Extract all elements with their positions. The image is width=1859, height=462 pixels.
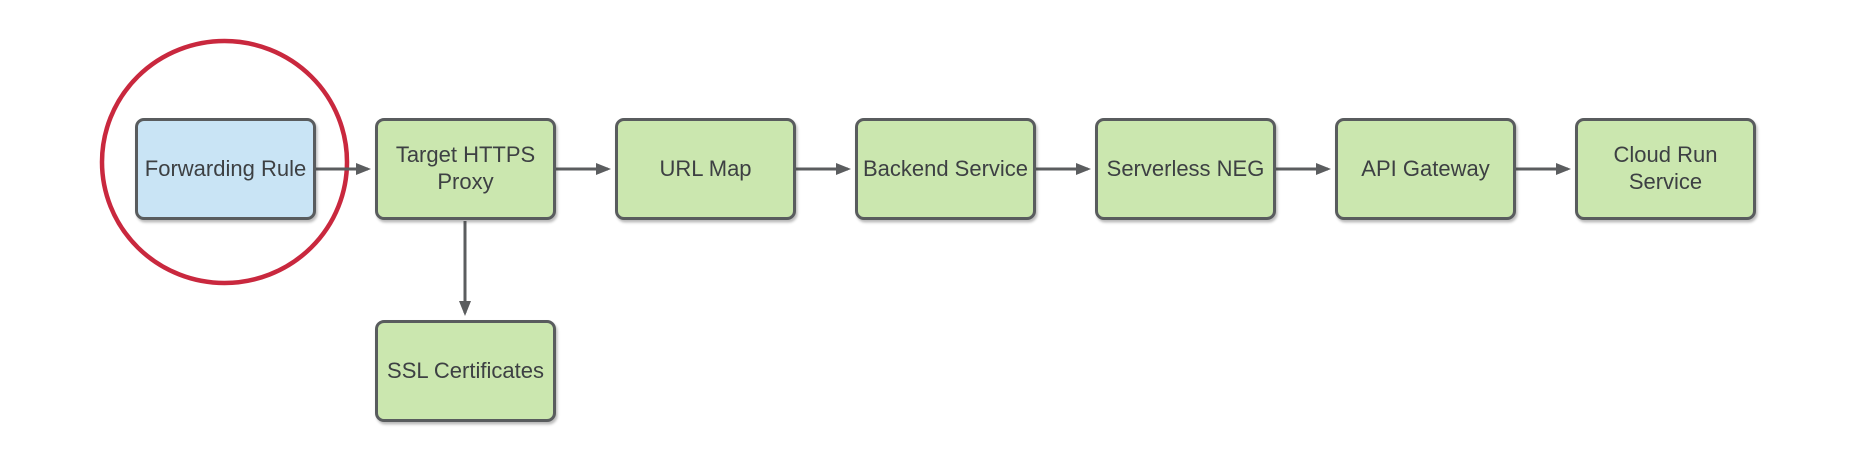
node-cloud-run-service: Cloud Run Service — [1575, 118, 1756, 220]
node-cloud-run-service-label: Cloud Run Service — [1613, 142, 1718, 194]
node-target-https-proxy-label: Target HTTPS Proxy — [395, 142, 536, 194]
node-target-https-proxy: Target HTTPS Proxy — [375, 118, 556, 220]
node-backend-service: Backend Service — [855, 118, 1036, 220]
node-api-gateway-label: API Gateway — [1361, 155, 1490, 181]
node-serverless-neg-label: Serverless NEG — [1106, 155, 1265, 181]
node-backend-service-label: Backend Service — [862, 155, 1029, 181]
node-forwarding-rule-label: Forwarding Rule — [144, 155, 307, 181]
node-ssl-certificates: SSL Certificates — [375, 320, 556, 422]
node-api-gateway: API Gateway — [1335, 118, 1516, 220]
highlight-ellipse — [99, 38, 350, 286]
node-url-map: URL Map — [615, 118, 796, 220]
node-url-map-label: URL Map — [659, 155, 752, 181]
node-forwarding-rule: Forwarding Rule — [135, 118, 316, 220]
node-serverless-neg: Serverless NEG — [1095, 118, 1276, 220]
node-ssl-certificates-label: SSL Certificates — [387, 357, 544, 383]
